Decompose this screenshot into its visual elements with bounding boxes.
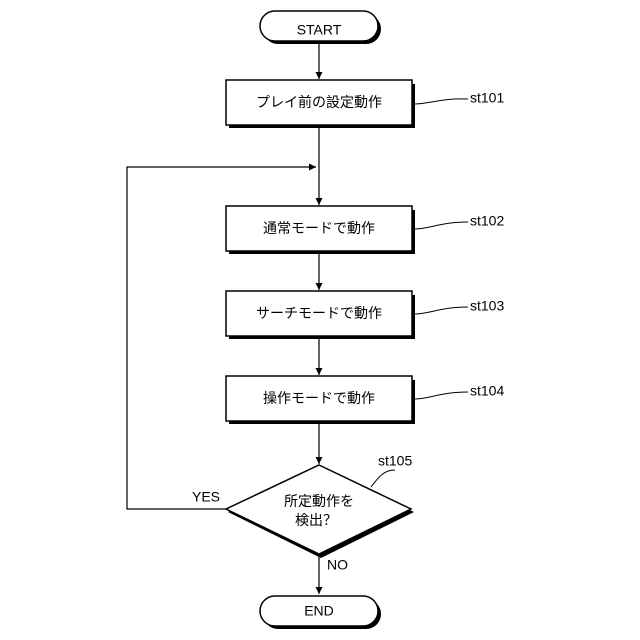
process-box-st102: 通常モードで動作 bbox=[226, 206, 415, 254]
leader-st105 bbox=[371, 470, 395, 487]
yes-branch-label: YES bbox=[192, 489, 220, 505]
no-branch-label: NO bbox=[327, 557, 348, 573]
leader-st102 bbox=[414, 222, 468, 229]
process-box-st104: 操作モードで動作 bbox=[226, 376, 415, 424]
step-text-st102: 通常モードで動作 bbox=[263, 221, 375, 237]
process-box-st103: サーチモードで動作 bbox=[226, 291, 415, 339]
step-id-st105: st105 bbox=[378, 453, 412, 469]
decision-text-line1: 所定動作を bbox=[284, 494, 354, 510]
end-label: END bbox=[304, 603, 334, 619]
decision-diamond-st105: 所定動作を 検出？ bbox=[226, 465, 414, 558]
step-id-st104: st104 bbox=[470, 383, 504, 399]
step-id-st103: st103 bbox=[470, 298, 504, 314]
step-id-st102: st102 bbox=[470, 213, 504, 229]
step-id-st101: st101 bbox=[470, 90, 504, 106]
leader-st101 bbox=[414, 99, 468, 104]
end-terminal: END bbox=[260, 596, 381, 629]
process-box-st101: プレイ前の設定動作 bbox=[226, 80, 415, 128]
leader-st103 bbox=[414, 307, 468, 314]
start-terminal: START bbox=[260, 11, 381, 44]
step-text-st104: 操作モードで動作 bbox=[263, 391, 375, 407]
start-label: START bbox=[297, 22, 342, 38]
step-text-st101: プレイ前の設定動作 bbox=[256, 94, 382, 111]
leader-st104 bbox=[414, 392, 468, 399]
decision-text-line2: 検出？ bbox=[295, 513, 337, 529]
step-text-st103: サーチモードで動作 bbox=[256, 306, 382, 322]
